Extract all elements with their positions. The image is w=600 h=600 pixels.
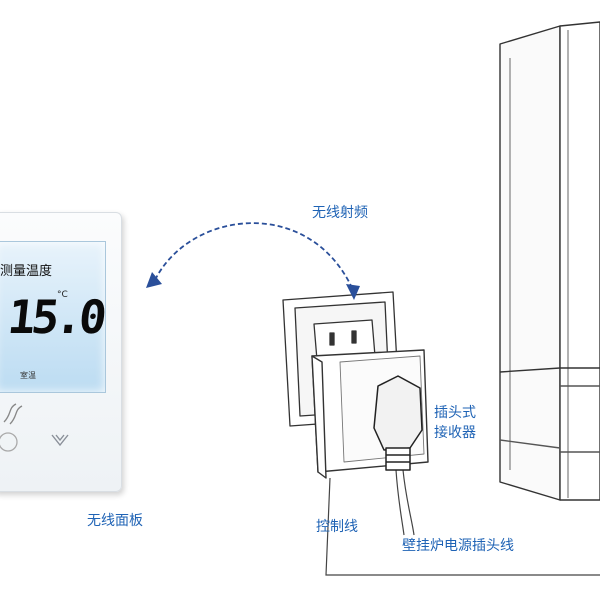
panel-buttons	[0, 403, 69, 452]
label-plug-receiver-line1: 插头式	[434, 405, 476, 421]
control-wire	[325, 477, 600, 576]
label-wireless-rf: 无线射频	[312, 205, 368, 221]
rf-signal	[146, 222, 360, 300]
screen-title: 测量温度	[0, 264, 53, 279]
label-boiler-plug-wire: 壁挂炉电源插头线	[402, 538, 514, 554]
thermostat-screen	[0, 241, 106, 393]
chevron-down-icon[interactable]	[51, 434, 69, 447]
label-plug-receiver: 插头式 接收器	[434, 403, 476, 443]
wall-boiler	[499, 21, 600, 501]
power-plug	[373, 375, 423, 471]
label-wireless-panel: 无线面板	[87, 513, 143, 529]
temperature-readout: 15.0	[5, 290, 106, 344]
room-label: 室温	[20, 371, 36, 380]
arrowhead-icon	[346, 284, 360, 300]
power-plug-wire-b	[395, 469, 405, 536]
flame-icon[interactable]	[0, 403, 23, 452]
rf-arc	[154, 222, 354, 291]
label-control-wire: 控制线	[316, 519, 358, 535]
double-arrow-icon	[146, 272, 162, 288]
power-plug-wire	[402, 469, 415, 536]
label-plug-receiver-line2: 接收器	[434, 425, 476, 441]
temperature-unit: °C	[57, 290, 68, 300]
wires	[325, 469, 600, 576]
